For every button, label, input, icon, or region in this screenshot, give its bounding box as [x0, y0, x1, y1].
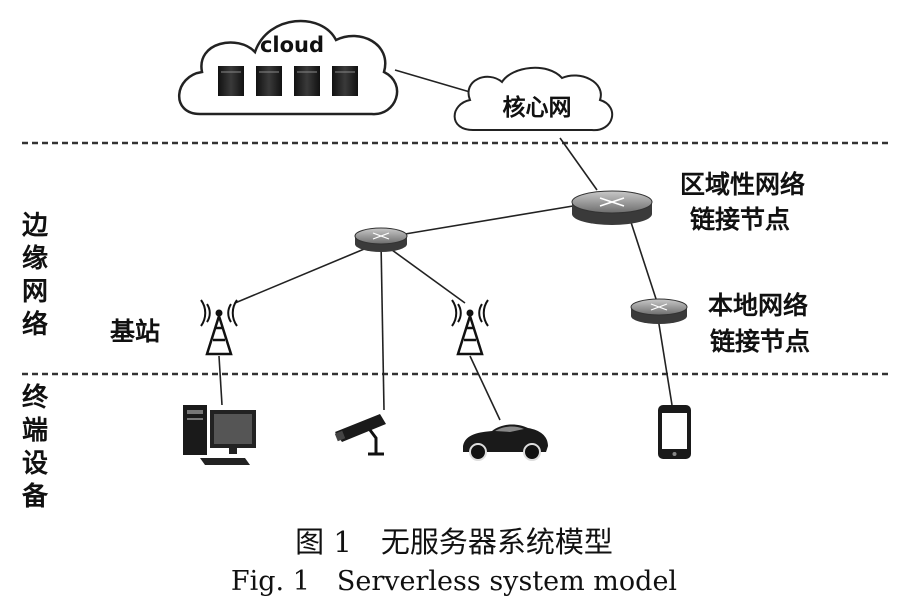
server-rack-icons: [218, 66, 358, 96]
server-icon: [294, 66, 320, 96]
link-cloud-core: [394, 69, 471, 93]
desktop-computer-icon: [183, 405, 256, 465]
server-icon: [332, 66, 358, 96]
link-local-phone: [657, 317, 673, 406]
core-network-label: 核心网: [503, 94, 572, 121]
link-regional-router: [380, 201, 598, 239]
local-router-icon: [630, 298, 688, 324]
local-node-label-line1: 本地网络: [708, 291, 808, 320]
car-icon: [463, 424, 548, 461]
link-basestation1-pc: [218, 355, 223, 406]
core-network-cloud-icon: 核心网: [453, 66, 614, 132]
caption-english: Fig. 1 Serverless system model: [231, 566, 677, 597]
link-router-camera: [380, 241, 385, 411]
base-station-icon: [200, 299, 238, 356]
link-regional-local: [626, 209, 659, 306]
server-icon: [256, 66, 282, 96]
regional-node-label-line2: 链接节点: [690, 205, 790, 234]
link-basestation2-car: [469, 355, 501, 421]
smartphone-icon: [658, 405, 691, 459]
cloud-label: cloud: [260, 33, 324, 57]
regional-router-icon: [571, 190, 653, 225]
network-links: [218, 69, 673, 421]
local-node-label-line2: 链接节点: [710, 327, 810, 356]
surveillance-camera-icon: [334, 414, 386, 456]
edge-router-icon: [354, 227, 408, 252]
base-station-icon: [451, 299, 489, 356]
link-router-basestation1: [234, 241, 382, 304]
regional-node-label-line1: 区域性网络: [680, 170, 805, 199]
link-router-basestation2: [380, 241, 466, 304]
caption-chinese: 图 1 无服务器系统模型: [295, 525, 613, 559]
cloud-icon: cloud: [178, 19, 399, 116]
server-icon: [218, 66, 244, 96]
base-station-label: 基站: [110, 317, 160, 346]
link-core-regional: [559, 137, 598, 191]
edge-network-layer-label: 边缘网络: [21, 211, 48, 340]
terminal-device-layer-label: 终端设备: [21, 383, 48, 512]
